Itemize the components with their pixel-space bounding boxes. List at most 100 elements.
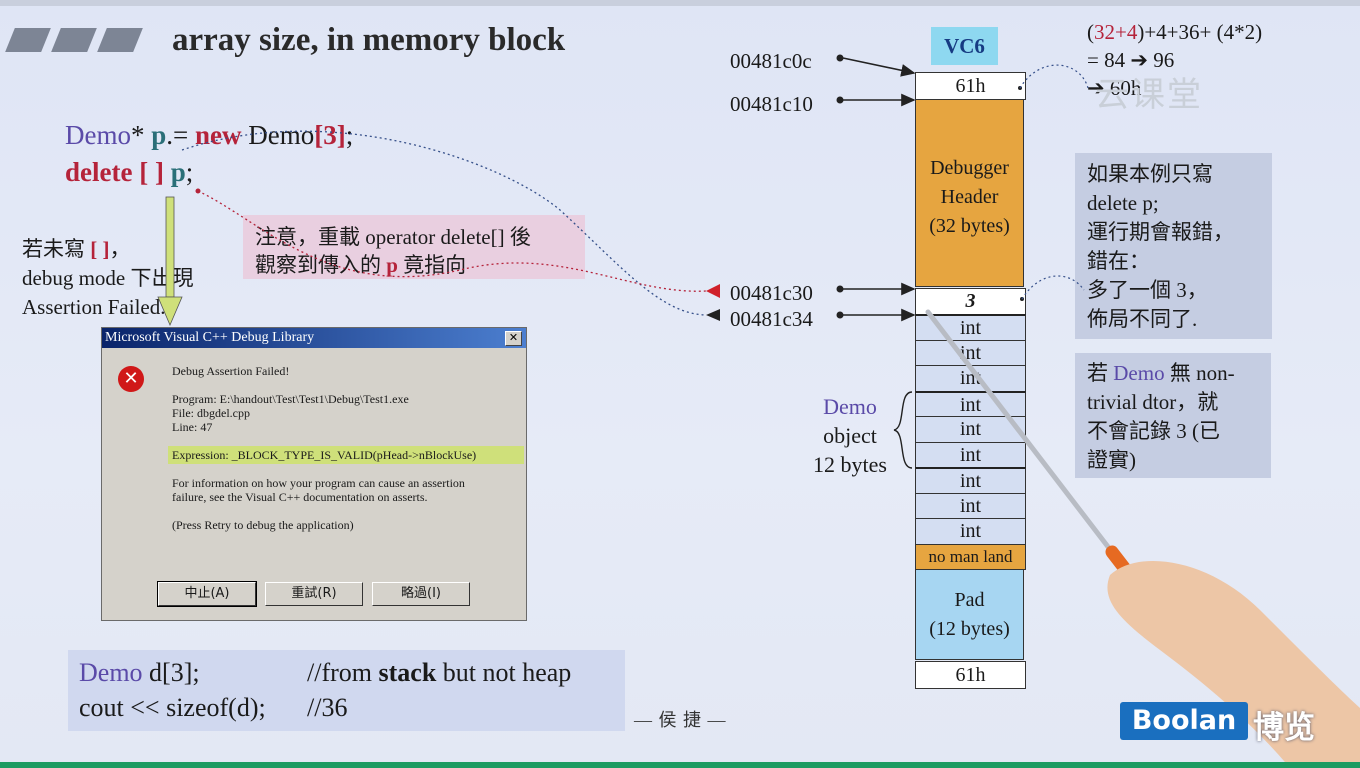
bottom-border bbox=[0, 762, 1360, 768]
dialog-info2: failure, see the Visual C++ documentatio… bbox=[172, 490, 428, 504]
top-border bbox=[0, 0, 1360, 6]
dialog-title: Microsoft Visual C++ Debug Library bbox=[105, 330, 315, 345]
dialog-program: Program: E:\handout\Test\Test1\Debug\Tes… bbox=[172, 392, 409, 406]
demo-label-line1: Demo bbox=[823, 394, 877, 419]
calc-line1: (32+4)+4+36+ (4*2) bbox=[1087, 18, 1262, 46]
cookie-bottom-text: 61h bbox=[955, 664, 986, 686]
no-man-land-text: no man land bbox=[928, 547, 1013, 566]
bottom-cout: cout << sizeof(d); bbox=[79, 693, 266, 722]
header-line2: Header bbox=[940, 186, 999, 208]
bottom-decl: d[3]; bbox=[142, 658, 200, 687]
code-line-delete: delete [ ] p; bbox=[65, 157, 193, 188]
dotted-link-count bbox=[1021, 275, 1085, 300]
code-num: 3 bbox=[323, 120, 337, 150]
box2-a: 若 bbox=[1087, 361, 1114, 385]
code-semi: ; bbox=[345, 120, 354, 150]
bottom-class: Demo bbox=[79, 658, 143, 687]
bottom-comment2: //36 bbox=[307, 693, 348, 722]
box2-line3: 不會記錄 3 (已 bbox=[1087, 419, 1220, 443]
calc-line3: ➔ 60h bbox=[1087, 76, 1142, 100]
header-line1: Debugger bbox=[930, 157, 1009, 179]
code-line-new: Demo* p.= new Demo[3]; bbox=[65, 120, 353, 151]
cookie-top-text: 61h bbox=[955, 75, 986, 97]
arrow-head-34 bbox=[706, 309, 720, 321]
header-line3: (32 bytes) bbox=[929, 215, 1010, 237]
code-class: Demo bbox=[65, 120, 131, 150]
box2-c: 無 non- bbox=[1164, 361, 1235, 385]
box1-line1: 如果本例只寫 bbox=[1087, 162, 1213, 186]
addr-10: 00481c10 bbox=[730, 92, 813, 116]
yellow-arrow-head bbox=[157, 296, 183, 327]
pad-block: Pad (12 bytes) bbox=[915, 569, 1024, 660]
size-calculation: (32+4)+4+36+ (4*2) = 84 ➔ 96 ➔ 60h bbox=[1087, 18, 1262, 102]
note-pink-p: p bbox=[386, 253, 398, 277]
int-cell: int bbox=[915, 390, 1026, 418]
bottom-comment1-stack: stack bbox=[378, 658, 437, 687]
dialog-file: File: dbgdel.cpp bbox=[172, 406, 250, 420]
int-cell: int bbox=[915, 339, 1026, 366]
boolan-logo: Boolan bbox=[1120, 702, 1248, 740]
code-eq: .= bbox=[166, 120, 189, 150]
debug-assertion-dialog: Microsoft Visual C++ Debug Library ✕ ✕ D… bbox=[101, 327, 527, 621]
note-left-brackets: [ ] bbox=[90, 237, 110, 261]
note-left-line2: debug mode 下出現 bbox=[22, 266, 194, 290]
addr-30: 00481c30 bbox=[730, 281, 813, 305]
vc6-badge: VC6 bbox=[931, 27, 998, 65]
presenter-hand bbox=[1107, 560, 1360, 768]
note-left-a: 若未寫 bbox=[22, 237, 85, 261]
box2-line2: trivial dtor，就 bbox=[1087, 390, 1219, 414]
box1-line4: 錯在： bbox=[1087, 249, 1150, 273]
note-missing-brackets: 若未寫 [ ]， debug mode 下出現 Assertion Failed… bbox=[22, 235, 193, 322]
dotted-link-delete bbox=[197, 190, 707, 292]
code-var-p: p bbox=[151, 120, 167, 150]
cookie-bottom: 61h bbox=[915, 661, 1026, 689]
author-signature: — 侯 捷 — bbox=[634, 710, 727, 730]
stack-array-code: Demo d[3]; //from stack but not heap cou… bbox=[68, 650, 625, 731]
code-br-close: ] bbox=[336, 120, 346, 150]
addr-0c-dot bbox=[836, 54, 844, 62]
box1-line5: 多了一個 3， bbox=[1087, 278, 1208, 302]
note-left-c: ， bbox=[109, 237, 131, 261]
dialog-titlebar: Microsoft Visual C++ Debug Library ✕ bbox=[102, 328, 526, 348]
addr-34-dot bbox=[836, 311, 844, 319]
int-cell: int bbox=[915, 518, 1026, 545]
bottom-code-line2: cout << sizeof(d); //36 bbox=[79, 693, 347, 723]
int-cell: int bbox=[915, 467, 1026, 495]
demo-label-line2: object bbox=[823, 423, 877, 448]
expression-highlight bbox=[168, 446, 524, 464]
box2-line1: 若 Demo 無 non- bbox=[1087, 359, 1235, 388]
note-pink-a: 觀察到傳入的 bbox=[255, 253, 381, 277]
calc-a: ( bbox=[1087, 20, 1094, 44]
addr-30-dot bbox=[836, 285, 844, 293]
code-type: Demo bbox=[248, 120, 315, 150]
note-operator-delete: 注意，重載 operator delete[] 後 觀察到傳入的 p 竟指向 bbox=[243, 215, 585, 279]
addr-10-dot bbox=[836, 96, 844, 104]
pad-line1: Pad bbox=[954, 589, 985, 611]
code-br-open: [ bbox=[314, 120, 324, 150]
box2-line4: 證實) bbox=[1087, 448, 1136, 472]
demo-label-line3: 12 bytes bbox=[813, 452, 887, 477]
dialog-expression: Expression: _BLOCK_TYPE_IS_VALID(pHead->… bbox=[172, 448, 477, 462]
pad-line2: (12 bytes) bbox=[929, 618, 1010, 640]
ignore-button[interactable]: 略過(I) bbox=[372, 582, 470, 606]
box1-line2: delete p; bbox=[1087, 191, 1159, 215]
bottom-comment1-a: //from bbox=[307, 658, 379, 687]
array-count-text: 3 bbox=[965, 290, 976, 312]
code-kw-new: new bbox=[195, 120, 242, 150]
code-star: * bbox=[130, 120, 145, 150]
box1-line6: 佈局不同了. bbox=[1087, 307, 1198, 331]
bottom-comment1-c: but not heap bbox=[436, 658, 572, 687]
close-icon[interactable]: ✕ bbox=[505, 331, 522, 346]
yellow-arrow-shaft bbox=[165, 196, 175, 298]
dotted-link-new bbox=[181, 130, 707, 316]
retry-button[interactable]: 重試(R) bbox=[265, 582, 363, 606]
dotted-link-cookie bbox=[1019, 64, 1089, 89]
note-pink-line2: 觀察到傳入的 p 竟指向 bbox=[255, 249, 466, 279]
calc-c: )+4+36+ (4*2) bbox=[1137, 20, 1263, 44]
abort-button[interactable]: 中止(A) bbox=[157, 581, 257, 607]
note-pink-line1: 注意，重載 operator delete[] 後 bbox=[255, 225, 531, 249]
delete-p-dot bbox=[195, 188, 201, 194]
bolan-cn-logo: 博览 bbox=[1253, 710, 1315, 746]
code-kw-delete: delete [ ] bbox=[65, 157, 164, 187]
bottom-code-line1: Demo d[3]; //from stack but not heap bbox=[79, 658, 571, 688]
